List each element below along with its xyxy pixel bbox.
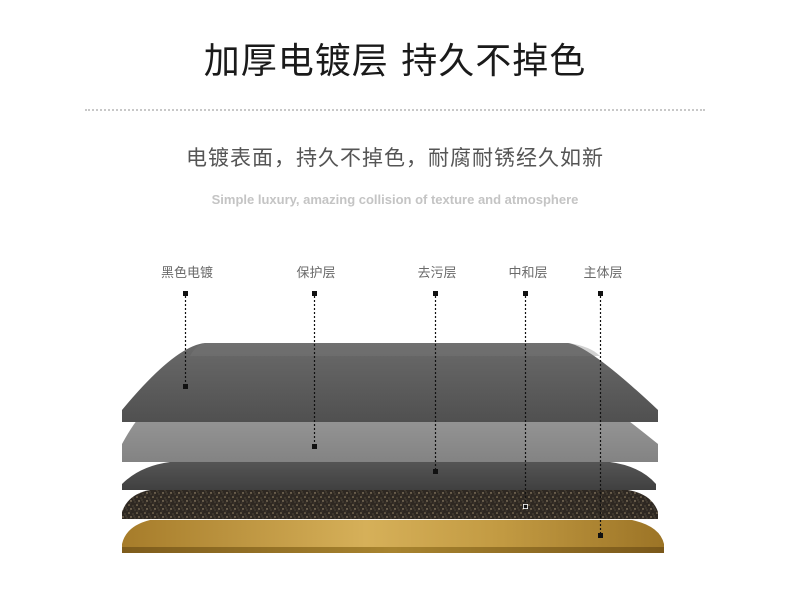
main-body-layer (122, 520, 664, 553)
callout-decontamination-layer (433, 291, 438, 474)
neutral-layer (122, 490, 658, 519)
english-tagline: Simple luxury, amazing collision of text… (211, 192, 579, 207)
callout-protective-layer (312, 291, 317, 449)
page-subtitle: 电镀表面，持久不掉色，耐腐耐锈经久如新 (186, 146, 604, 170)
callout-black-plating (183, 291, 188, 389)
label-black-plating: 黑色电镀 (160, 266, 214, 281)
callout-neutral-layer (523, 291, 528, 509)
page-title: 加厚电镀层 持久不掉色 (203, 41, 587, 82)
callout-main-body-layer (598, 291, 603, 538)
label-main-body-layer: 主体层 (583, 266, 623, 281)
black-plating-layer (122, 343, 658, 422)
dotted-divider (85, 109, 705, 111)
label-neutral-layer: 中和层 (508, 266, 548, 281)
decontamination-layer (122, 462, 656, 490)
label-decontamination-layer: 去污层 (417, 266, 457, 281)
label-protective-layer: 保护层 (296, 266, 336, 281)
